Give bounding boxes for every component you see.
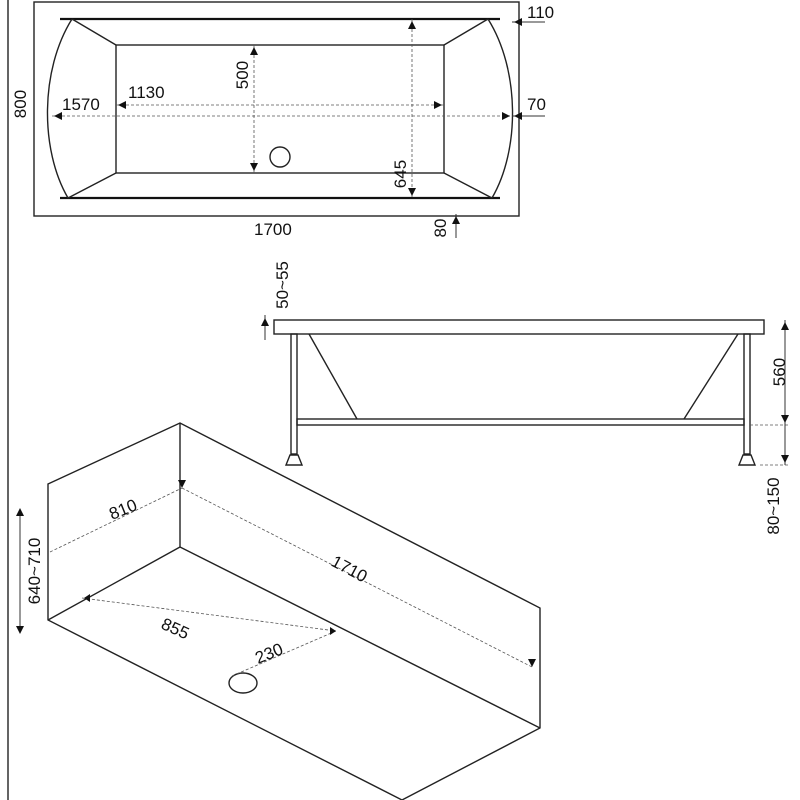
corner-diag-tr [443,18,489,46]
arrow-810-1710 [178,480,186,488]
corner-diag-tl [71,18,117,46]
arrow-50-55 [261,318,269,326]
arrow-645-top [408,21,416,29]
arrow-560-bottom [781,415,789,423]
label-1130: 1130 [128,83,165,102]
arrow-855 [84,594,90,602]
iso-outer-outline [47,422,541,800]
top-view-outer-frame [33,1,520,217]
isometric-view: 810 1710 640~710 855 230 [16,422,541,800]
corner-diag-br [443,172,493,199]
dim-line-230 [231,630,337,677]
right-brace [683,333,739,420]
arrow-1130-left [118,101,126,109]
arrow-640-710-top [16,508,24,516]
label-645: 645 [391,160,410,188]
cross-bar [296,418,745,426]
drain-hole [269,146,291,168]
label-1710: 1710 [328,552,370,587]
arrow-640-710-bottom [16,626,24,634]
left-brace [308,333,358,420]
label-80: 80 [431,219,450,238]
arrow-1710-end [528,659,536,667]
label-230: 230 [252,639,285,667]
iso-floor-back-edge [179,546,541,729]
top-view: 110 800 1570 1130 500 70 645 1700 80 [11,1,554,239]
label-500: 500 [233,61,252,89]
label-70: 70 [527,95,546,114]
arrow-500-bottom [250,163,258,171]
arrow-645-bottom [408,188,416,196]
label-855: 855 [158,614,192,643]
arrow-500-top [250,47,258,55]
arrow-80-150 [781,455,789,463]
corner-diag-bl [67,172,117,199]
right-leg [743,333,751,455]
arrow-560-top [781,322,789,330]
side-view: 50~55 560 80~150 [261,261,790,535]
dim-line-1710 [181,487,533,668]
right-curved-end [487,18,514,199]
arrow-1570-left [54,112,62,120]
label-560: 560 [770,358,789,386]
arrow-230 [330,627,336,635]
dim-line-855 [81,597,337,632]
arrow-110 [514,18,522,26]
left-leg [290,333,298,455]
arrow-70 [514,112,522,120]
inner-basin [115,44,445,174]
side-view-rim [273,319,765,335]
left-foot [284,454,304,466]
arrow-1570-right [502,112,510,120]
arrow-1130-right [434,101,442,109]
label-80-150: 80~150 [764,477,783,534]
label-810: 810 [106,495,139,523]
right-foot [737,454,757,466]
left-curved-end [46,18,73,199]
iso-floor-left-edge [47,546,181,621]
label-50-55: 50~55 [273,261,292,309]
label-1700: 1700 [254,220,292,239]
label-800: 800 [11,90,30,118]
arrow-80 [452,216,460,224]
label-640-710: 640~710 [25,538,44,605]
dim-line-810 [49,487,183,553]
label-110: 110 [527,3,554,22]
iso-drain-hole [228,672,258,694]
label-1570: 1570 [62,95,100,114]
